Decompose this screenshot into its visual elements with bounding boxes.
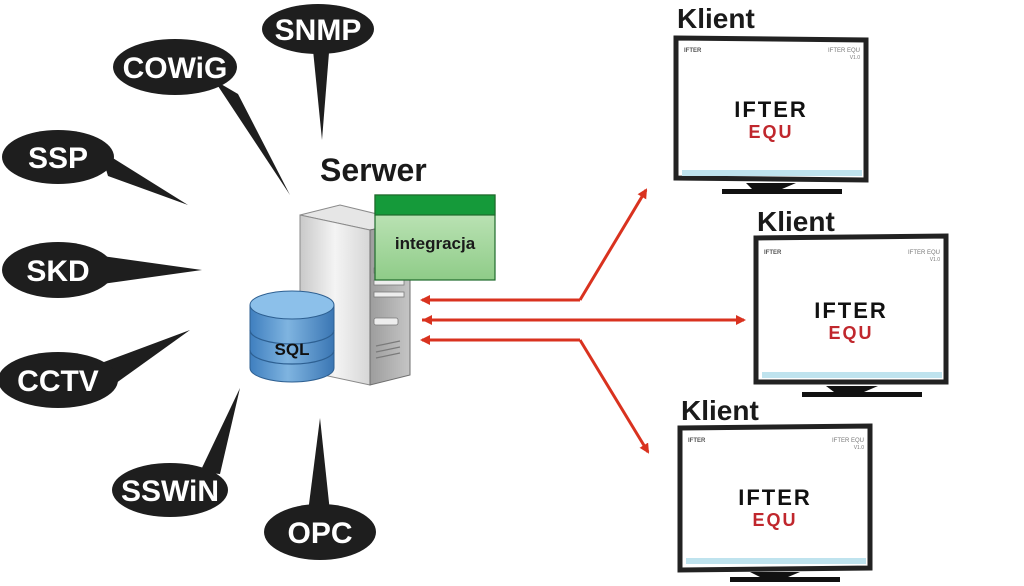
client-2-logo-top: IFTER: [814, 298, 888, 323]
bubble-cctv: CCTV: [0, 330, 190, 408]
server-title: Serwer: [320, 152, 427, 188]
bubble-ssp: SSP: [2, 130, 188, 205]
bubble-ssp-label: SSP: [28, 142, 88, 175]
drive-bay-2: [373, 279, 405, 286]
bubble-opc-label: OPC: [287, 517, 352, 550]
client-1-logo-bottom: EQU: [748, 122, 793, 142]
client-1-corner-version: V1.0: [850, 55, 861, 61]
bubble-skd: SKD: [2, 242, 202, 298]
database-icon: SQL: [249, 290, 335, 383]
client-1-corner-brand: IFTER: [684, 48, 702, 54]
client-monitor-1: Klient IFTER IFTER EQU V1.0 IFTER EQU: [673, 3, 869, 194]
integration-module: integracja: [374, 194, 496, 281]
client-3-title: Klient: [681, 395, 759, 426]
client-3-logo-bottom: EQU: [752, 510, 797, 530]
drive-bay-3: [373, 291, 405, 298]
bubble-cctv-label: CCTV: [17, 365, 99, 398]
bubble-snmp: SNMP: [262, 4, 374, 140]
bubble-cowig-label: COWiG: [123, 52, 228, 85]
module-title-bar: [374, 194, 496, 216]
client-2-logo-bottom: EQU: [828, 323, 873, 343]
client-monitor-2: Klient IFTER IFTER EQU V1.0 IFTER EQU: [753, 206, 949, 397]
client-2-corner-brand: IFTER: [764, 250, 782, 256]
client-2-title: Klient: [757, 206, 835, 237]
client-2-corner-version: V1.0: [930, 257, 941, 263]
client-monitor-3: Klient IFTER IFTER EQU V1.0 IFTER EQU: [677, 395, 873, 582]
bubble-opc: OPC: [264, 418, 376, 560]
bubble-cowig: COWiG: [113, 39, 290, 195]
client-3-corner-brand: IFTER: [688, 438, 706, 444]
database-label: SQL: [275, 340, 310, 359]
arrow-to-client-top: [578, 188, 648, 301]
module-label: integracja: [395, 234, 476, 253]
drive-slot: [373, 317, 399, 326]
client-1-corner-product: IFTER EQU: [828, 48, 860, 54]
bubble-sswin-label: SSWiN: [121, 475, 219, 508]
bubble-skd-label: SKD: [26, 255, 89, 288]
client-2-corner-product: IFTER EQU: [908, 250, 940, 256]
client-3-corner-product: IFTER EQU: [832, 438, 864, 444]
client-1-logo-top: IFTER: [734, 97, 808, 122]
client-3-corner-version: V1.0: [854, 445, 865, 451]
client-3-logo-top: IFTER: [738, 485, 812, 510]
arrow-to-client-bottom: [578, 339, 650, 454]
bubble-sswin: SSWiN: [112, 388, 240, 517]
client-1-title: Klient: [677, 3, 755, 34]
bubble-snmp-label: SNMP: [275, 14, 362, 47]
connection-arrows: [420, 188, 746, 454]
